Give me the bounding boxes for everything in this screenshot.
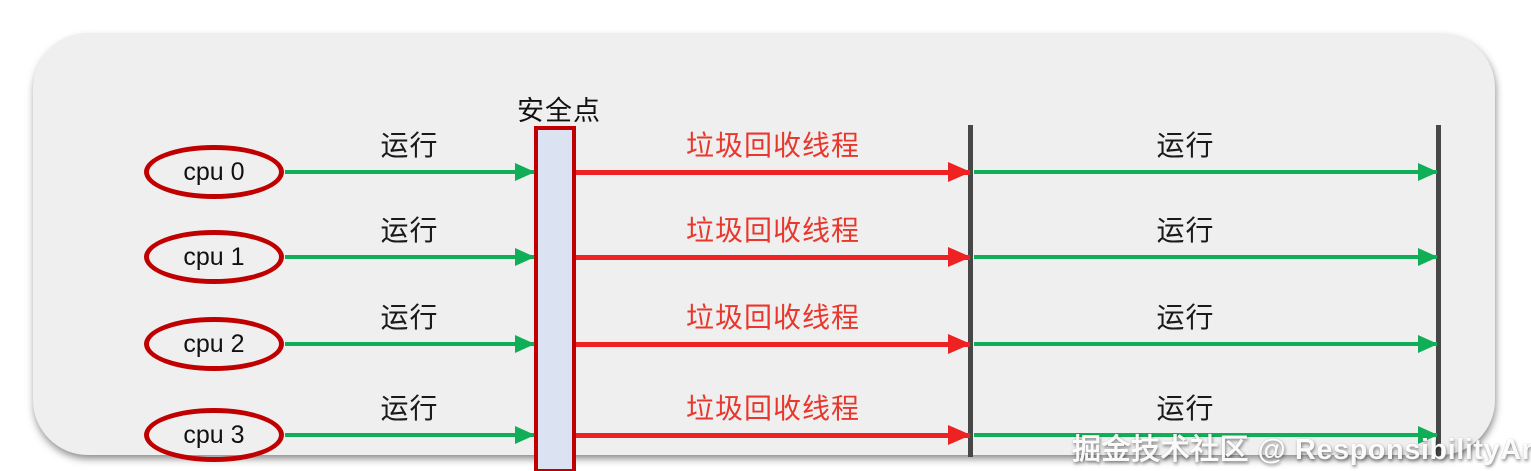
cpu-2-node: cpu 2	[144, 317, 284, 371]
right-timeline-divider-line	[1436, 125, 1441, 457]
run-label-after-gc: 运行	[1156, 215, 1215, 246]
gc-thread-arrow	[576, 425, 971, 445]
resume-run-arrow	[974, 426, 1438, 444]
run-arrow-to-safepoint	[285, 335, 535, 353]
run-label-before-safepoint: 运行	[380, 215, 439, 246]
run-arrow-to-safepoint	[285, 248, 535, 266]
cpu-2-label: cpu 2	[183, 329, 245, 358]
cpu-0-node: cpu 0	[144, 145, 284, 199]
juejin-watermark: 掘金技术社区 @ ResponsibilityAmbiti	[1072, 434, 1531, 466]
gc-thread-arrow	[576, 334, 971, 354]
run-label-before-safepoint: 运行	[380, 393, 439, 424]
diagram-panel: 安全点 cpu 0 运行 垃圾回收线程 运行 cpu 1 运行 垃圾回收线程 运…	[33, 33, 1495, 471]
run-arrow-to-safepoint	[285, 163, 535, 181]
run-label-after-gc: 运行	[1156, 130, 1215, 161]
gc-thread-label: 垃圾回收线程	[685, 302, 860, 333]
gc-end-divider-line	[968, 125, 973, 457]
run-label-after-gc: 运行	[1156, 393, 1215, 424]
safe-point-title: 安全点	[517, 96, 601, 126]
run-label-before-safepoint: 运行	[380, 130, 439, 161]
safe-point-bar	[534, 126, 576, 471]
cpu-3-label: cpu 3	[183, 420, 245, 449]
resume-run-arrow	[974, 248, 1438, 266]
run-label-after-gc: 运行	[1156, 302, 1215, 333]
gc-thread-label: 垃圾回收线程	[685, 393, 860, 424]
run-arrow-to-safepoint	[285, 426, 535, 444]
resume-run-arrow	[974, 335, 1438, 353]
gc-thread-arrow	[576, 247, 971, 267]
cpu-0-label: cpu 0	[183, 157, 245, 186]
cpu-1-label: cpu 1	[183, 242, 245, 271]
run-label-before-safepoint: 运行	[380, 302, 439, 333]
cpu-1-node: cpu 1	[144, 230, 284, 284]
gc-thread-arrow	[576, 162, 971, 182]
cpu-3-node: cpu 3	[144, 408, 284, 462]
resume-run-arrow	[974, 163, 1438, 181]
gc-thread-label: 垃圾回收线程	[685, 215, 860, 246]
gc-thread-label: 垃圾回收线程	[685, 130, 860, 161]
